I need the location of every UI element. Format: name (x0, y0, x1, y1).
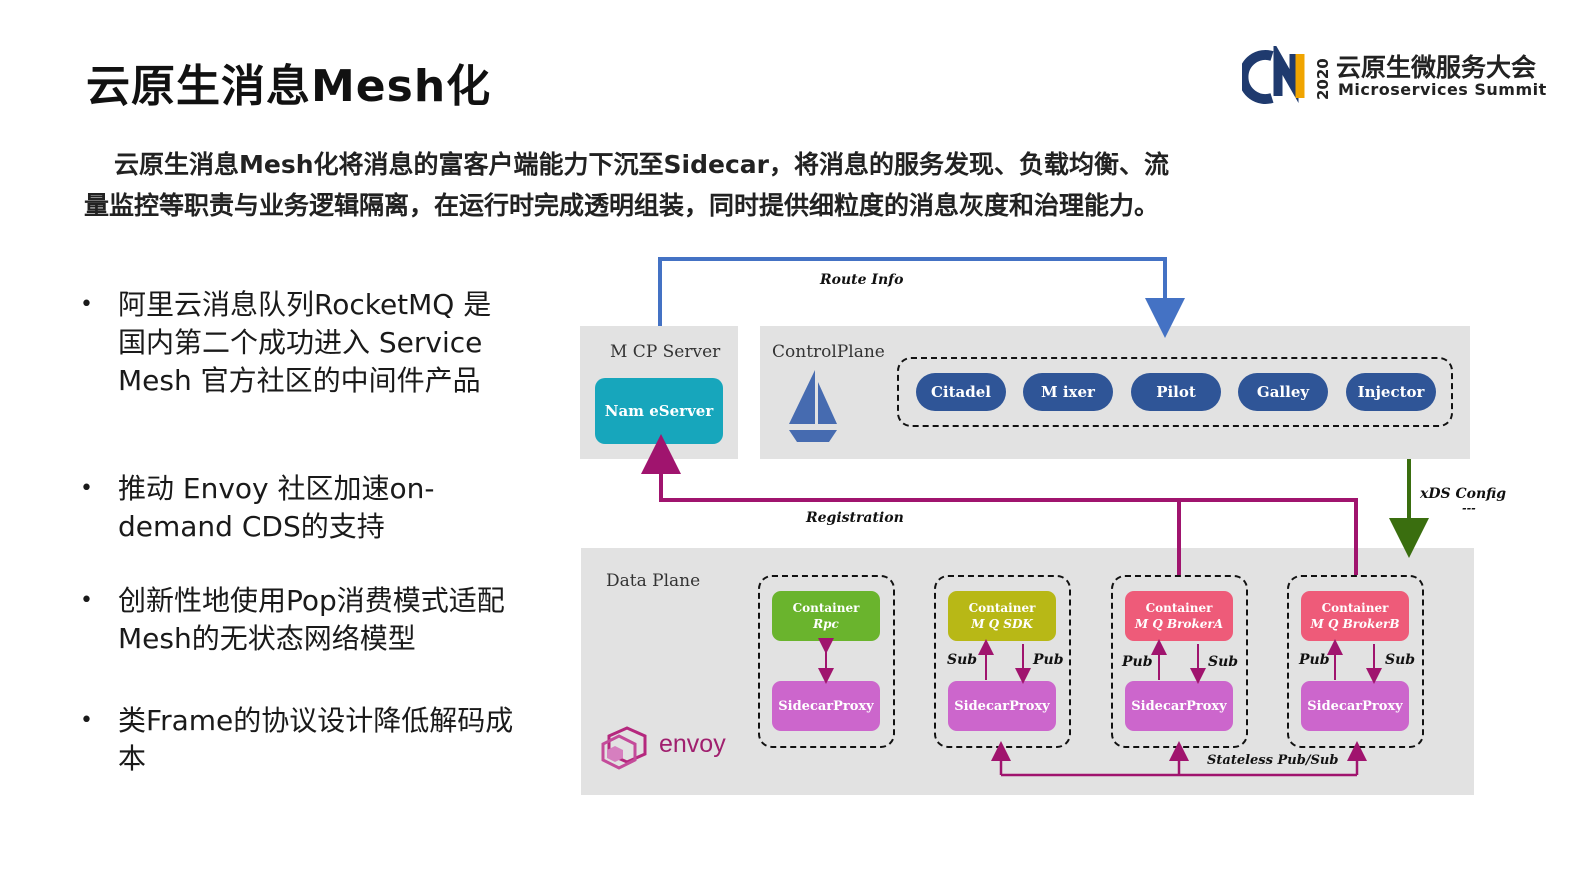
istio-sail-icon (789, 370, 837, 442)
container-title: Container (968, 601, 1036, 615)
container-title: Container (1145, 601, 1213, 615)
xds-config-sub: --- (1462, 502, 1476, 515)
sub-label: Sub (947, 652, 978, 668)
pub-label: Pub (1299, 652, 1330, 668)
registration-arrow (641, 434, 1181, 575)
registration-label: Registration (806, 510, 904, 526)
xds-config-label: xDS Config (1420, 486, 1507, 502)
mixer-pill: M ixer (1023, 373, 1113, 411)
bullet-marker: • (80, 476, 93, 501)
connector-lines (641, 257, 1429, 777)
citadel-pill: Citadel (916, 373, 1006, 411)
bullet-marker: • (80, 708, 93, 733)
sidecar-proxy-mq-sdk: SidecarProxy (948, 681, 1056, 731)
bullet-text: 推动 Envoy 社区加速on-demand CDS的支持 (118, 472, 435, 543)
bullet-text: 阿里云消息队列RocketMQ 是国内第二个成功进入 Service Mesh … (118, 288, 492, 397)
sidecar-proxy-broker-b: SidecarProxy (1301, 681, 1409, 731)
container-mq-sdk: Container M Q SDK (948, 591, 1056, 641)
mcp-server-label: M CP Server (610, 342, 721, 362)
sub-label: Sub (1208, 654, 1239, 670)
envoy-logo-icon (601, 726, 647, 770)
pilot-pill: Pilot (1131, 373, 1221, 411)
container-group-rpc (758, 575, 895, 748)
bullet-text: 创新性地使用Pop消费模式适配Mesh的无状态网络模型 (118, 584, 505, 655)
data-plane-label: Data Plane (606, 571, 701, 591)
intro-line-1: 云原生消息Mesh化将消息的富客户端能力下沉至Sidecar，将消息的服务发现、… (114, 150, 1169, 179)
container-sub: M Q SDK (971, 617, 1033, 631)
route-info-arrow (658, 257, 1185, 338)
galley-pill: Galley (1238, 373, 1328, 411)
page-title: 云原生消息Mesh化 (86, 61, 492, 112)
container-title: Container (792, 601, 860, 615)
envoy-label: envoy (659, 730, 726, 758)
container-broker-b: Container M Q BrokerB (1301, 591, 1409, 641)
stateless-label: Stateless Pub/Sub (1207, 753, 1339, 768)
container-rpc: Container Rpc (772, 591, 880, 641)
pub-label: Pub (1122, 654, 1153, 670)
sidecar-proxy-rpc: SidecarProxy (772, 681, 880, 731)
cn-logo-icon (1238, 41, 1305, 104)
route-info-label: Route Info (820, 272, 904, 288)
logo-title-en: Microservices Summit (1338, 80, 1547, 99)
container-title: Container (1321, 601, 1389, 615)
bullet-marker: • (80, 588, 93, 613)
intro-paragraph: 云原生消息Mesh化将消息的富客户端能力下沉至Sidecar，将消息的服务发现、… (84, 144, 1284, 226)
bullet-text: 类Frame的协议设计降低解码成本 (118, 704, 514, 775)
injector-pill: Injector (1346, 373, 1436, 411)
bullet-marker: • (80, 292, 93, 317)
sidecar-proxy-broker-a: SidecarProxy (1125, 681, 1233, 731)
container-broker-a: Container M Q BrokerA (1125, 591, 1233, 641)
logo-title-cn: 云原生微服务大会 (1336, 53, 1537, 82)
control-plane-label: ControlPlane (772, 342, 885, 362)
registration-branch (1179, 498, 1358, 575)
logo-year: 2020 (1314, 58, 1332, 100)
istio-components-group (897, 357, 1453, 427)
container-sub: Rpc (813, 617, 839, 631)
intro-line-2: 量监控等职责与业务逻辑隔离，在运行时完成透明组装，同时提供细粒度的消息灰度和治理… (84, 191, 1160, 220)
nameserver-box: Nam eServer (595, 378, 723, 444)
container-sub: M Q BrokerA (1134, 617, 1224, 631)
container-sub: M Q BrokerB (1310, 617, 1400, 631)
architecture-diagram: M CP Server ControlPlane Data Plane Nam … (575, 250, 1506, 810)
sub-label: Sub (1385, 652, 1416, 668)
summit-logo: 2020 云原生微服务大会 Microservices Summit (1238, 41, 1546, 106)
pub-label: Pub (1033, 652, 1064, 668)
